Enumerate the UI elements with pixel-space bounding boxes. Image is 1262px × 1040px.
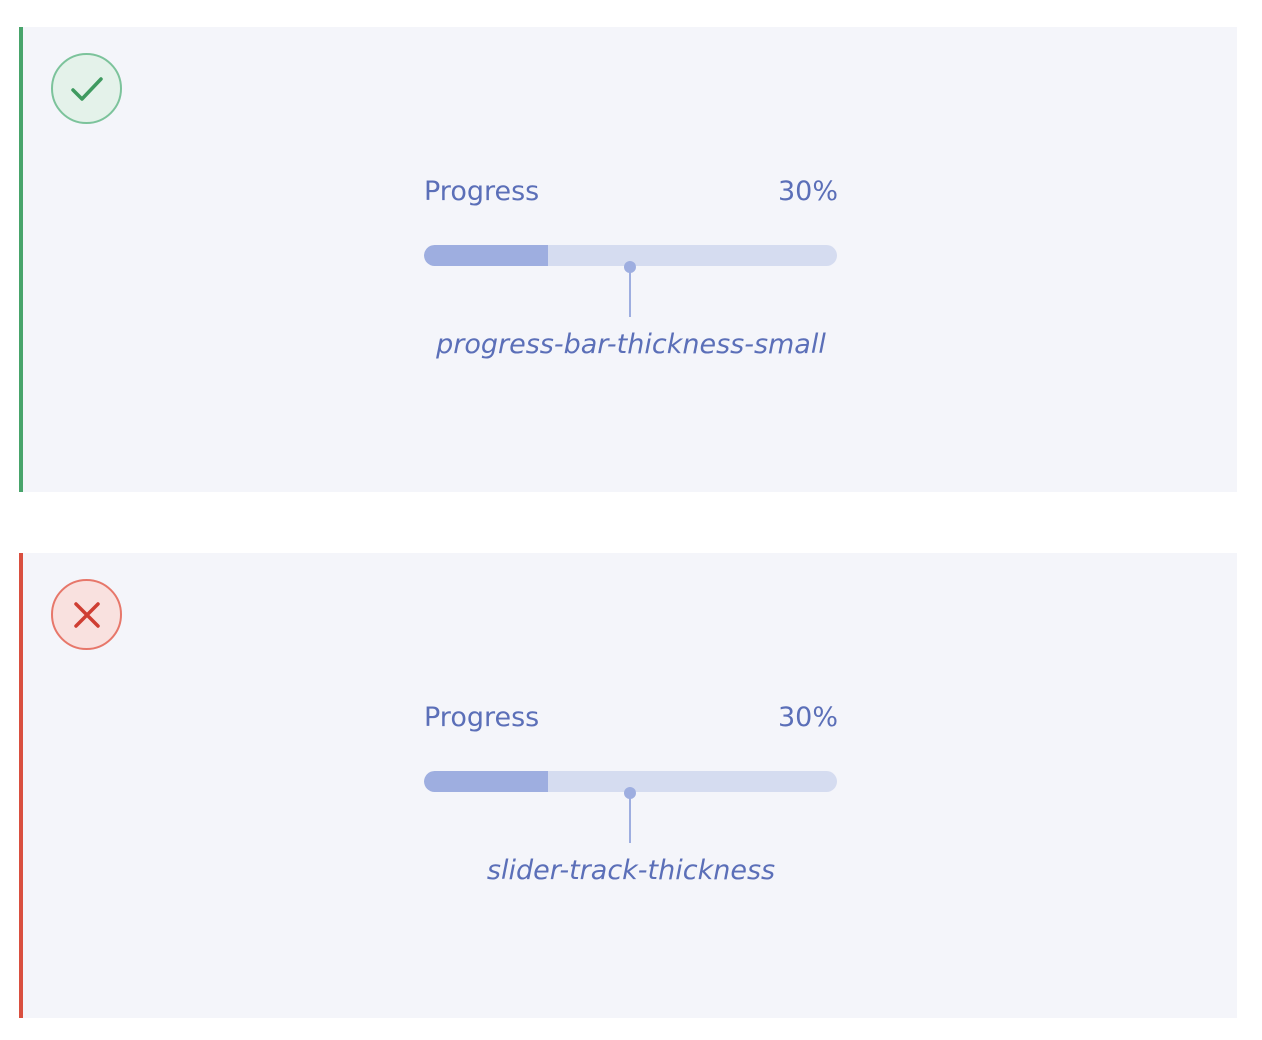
progress-value: 30% (777, 702, 838, 733)
do-example-card: Progress 30% progress-bar-thickness-smal… (19, 27, 1237, 492)
progress-label-row: Progress 30% (424, 172, 838, 212)
progress-label: Progress (424, 702, 540, 733)
token-name: progress-bar-thickness-small (436, 329, 826, 360)
progress-label: Progress (424, 176, 540, 207)
progress-bar-example: Progress 30% slider-track-thickness (424, 698, 838, 886)
progress-value: 30% (777, 176, 838, 207)
annotation-line (629, 795, 631, 843)
annotation-line (629, 269, 631, 317)
progress-track (424, 245, 837, 266)
dont-example-card: Progress 30% slider-track-thickness (19, 553, 1237, 1018)
annotation-pointer (624, 261, 636, 321)
x-icon (51, 579, 122, 650)
progress-label-row: Progress 30% (424, 698, 838, 738)
annotation-pointer (624, 787, 636, 847)
checkmark-icon (51, 53, 122, 124)
progress-fill (424, 771, 548, 792)
progress-bar-example: Progress 30% progress-bar-thickness-smal… (424, 172, 838, 360)
annotation-dot (624, 787, 636, 799)
progress-fill (424, 245, 548, 266)
annotation-dot (624, 261, 636, 273)
progress-track (424, 771, 837, 792)
token-name: slider-track-thickness (486, 855, 776, 886)
